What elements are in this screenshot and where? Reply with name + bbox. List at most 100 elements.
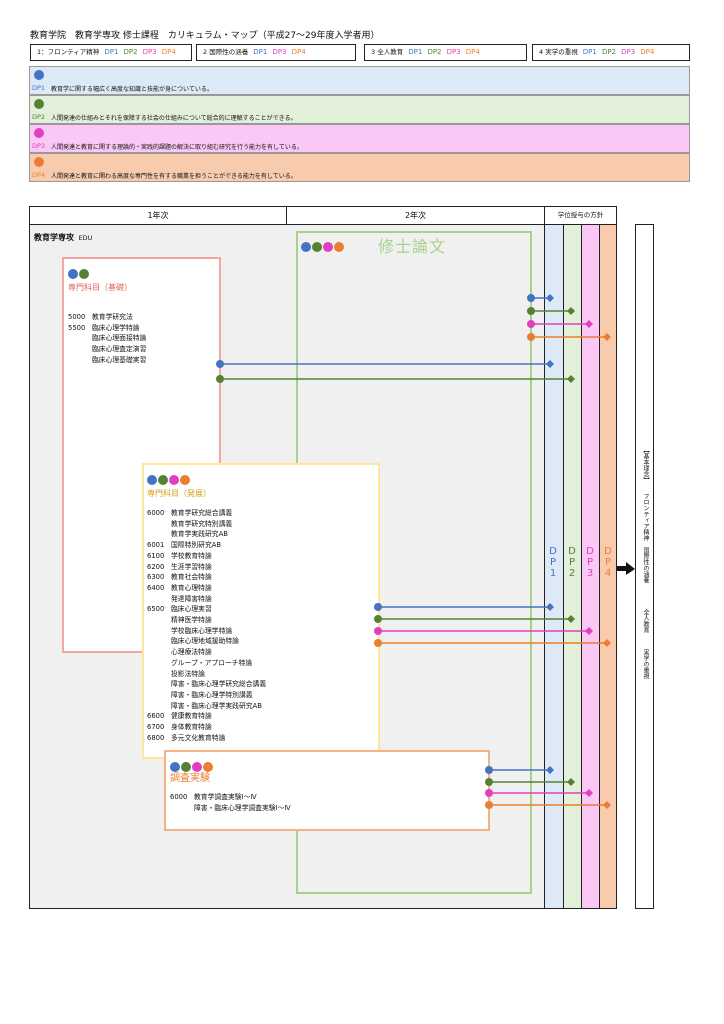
major-label: 教育学専攻 EDU — [34, 233, 93, 242]
dp2-definition: DP2 人間発達の仕組みとそれを保障する社会の仕組みについて総合的に理解すること… — [29, 95, 690, 124]
course-name: 障害・臨床心理学研究総合講義 — [171, 680, 267, 689]
course-name: 障害・臨床心理学実践研究AB — [171, 701, 262, 710]
course-name: 健康教育特論 — [171, 712, 212, 721]
course-code: 6001 — [147, 541, 165, 550]
course-code: 6400 — [147, 583, 165, 592]
course-name: 教育社会特論 — [171, 573, 212, 582]
policy-label: 1：フロンティア精神 — [37, 48, 100, 56]
dp3-dot-icon — [323, 242, 333, 252]
dp-tag: DP2 — [427, 48, 442, 56]
course-name: 教育学実践研究AB — [171, 530, 228, 539]
dp-tag: DP1 — [104, 48, 119, 56]
course-item: 臨床心理査定演習 — [68, 344, 146, 355]
course-code: 6600 — [147, 712, 165, 721]
course-name: 障害・臨床心理学特別講義 — [171, 690, 253, 699]
dp2-dot-icon — [79, 269, 89, 279]
page-title: 教育学院 教育学専攻 修士課程 カリキュラム・マップ（平成27～29年度入学者用… — [30, 31, 380, 41]
dp-connector-arrow — [485, 778, 575, 786]
advanced-title: 専門科目（発展） — [147, 489, 211, 498]
course-item: 臨床心理地域援助特論 — [147, 636, 266, 647]
course-item: 障害・臨床心理学調査実験Ⅰ～Ⅳ — [170, 803, 291, 814]
principle-item: 国際性の涵養 — [642, 547, 649, 583]
principle-item: フロンティア精神 — [642, 493, 649, 541]
policy-label: 4 実学の重視 — [539, 48, 578, 56]
policy-box-2: 2 国際性の涵養 DP1 DP3 DP4 — [196, 44, 356, 61]
dp-connector-arrow — [527, 333, 611, 341]
dp-connector-arrow — [374, 603, 554, 611]
course-code: 5500 — [68, 323, 86, 332]
dp-tag: DP1 — [408, 48, 423, 56]
course-name: 多元文化教育特論 — [171, 733, 226, 742]
course-item: 障害・臨床心理学特別講義 — [147, 690, 266, 701]
dp-text: 人間発達と教育に関する理論的・実践的課題の解決に取り組む研究を行う能力を有してい… — [51, 144, 303, 151]
dp4-dot-icon — [180, 475, 190, 485]
course-item: 6400 教育心理特論 — [147, 583, 266, 594]
course-code: 6100 — [147, 551, 165, 560]
dp-connector-arrow — [527, 307, 575, 315]
course-item: 精神医学特論 — [147, 615, 266, 626]
dp3-column — [581, 225, 599, 908]
course-code: 6300 — [147, 573, 165, 582]
basic-principles-box: 【基本理念】 フロンティア精神 国際性の涵養 全人教育 実学の重視 — [635, 224, 654, 909]
dp4-dot-icon — [203, 762, 213, 772]
course-name: 国際特別研究AB — [171, 541, 222, 550]
dp-connector-arrow — [485, 766, 554, 774]
dp-tag: DP4 — [291, 48, 306, 56]
course-item: 発達障害特論 — [147, 594, 266, 605]
dp1-dot-icon — [170, 762, 180, 772]
course-name: 学校教育特論 — [171, 551, 212, 560]
course-name: 発達障害特論 — [171, 594, 212, 603]
dp-text: 教育学に関する幅広く高度な知識と技能が身についている。 — [51, 86, 213, 93]
course-name: 臨床心理査定演習 — [92, 345, 147, 354]
dp1-definition: DP1 教育学に関する幅広く高度な知識と技能が身についている。 — [29, 66, 690, 95]
course-code: 6200 — [147, 562, 165, 571]
dp-label: DP3 — [32, 142, 46, 150]
dp-connector-arrow — [527, 294, 554, 302]
course-item: 臨床心理基礎実習 — [68, 355, 146, 366]
dp-tag: DP3 — [446, 48, 461, 56]
policy-label: 2 国際性の涵養 — [203, 48, 249, 56]
course-name: 精神医学特論 — [171, 616, 212, 625]
course-item: 6600 健康教育特論 — [147, 711, 266, 722]
course-code: 6800 — [147, 733, 165, 742]
dp3-dot-icon — [169, 475, 179, 485]
dp-connector-arrow — [485, 789, 593, 797]
course-item: 6700 身体教育特論 — [147, 722, 266, 733]
dp3-dot-icon — [192, 762, 202, 772]
dp4-dot-icon — [34, 157, 44, 167]
policy-label: 3 全人教育 — [371, 48, 404, 56]
principle-item: 実学の重視 — [642, 649, 649, 679]
dp-tag: DP2 — [123, 48, 138, 56]
dp-tag: DP3 — [272, 48, 287, 56]
course-name: 心理療法特論 — [171, 648, 212, 657]
dp-connector-arrow — [485, 801, 611, 809]
course-name: 教育心理特論 — [171, 583, 212, 592]
dp-connector-arrow — [374, 639, 611, 647]
year1-header: 1年次 — [29, 206, 287, 225]
dp-label: DP2 — [32, 113, 46, 121]
policy-box-1: 1：フロンティア精神 DP1 DP2 DP3 DP4 — [30, 44, 192, 61]
dp1-dot-icon — [34, 70, 44, 80]
course-code: 6700 — [147, 723, 165, 732]
course-item: 6800 多元文化教育特論 — [147, 733, 266, 744]
dp1-dot-icon — [147, 475, 157, 485]
course-item: 教育学実践研究AB — [147, 529, 266, 540]
course-name: グループ・アプローチ特論 — [171, 658, 253, 667]
course-item: 障害・臨床心理学研究総合講義 — [147, 679, 266, 690]
course-name: 身体教育特論 — [171, 723, 212, 732]
course-item: 6100 学校教育特論 — [147, 551, 266, 562]
dp-tag: DP2 — [601, 48, 617, 56]
dp-tag: DP3 — [621, 48, 636, 56]
dp-tag: DP4 — [161, 48, 176, 56]
dp1-dot-icon — [301, 242, 311, 252]
course-name: 臨床心理基礎実習 — [92, 355, 147, 364]
